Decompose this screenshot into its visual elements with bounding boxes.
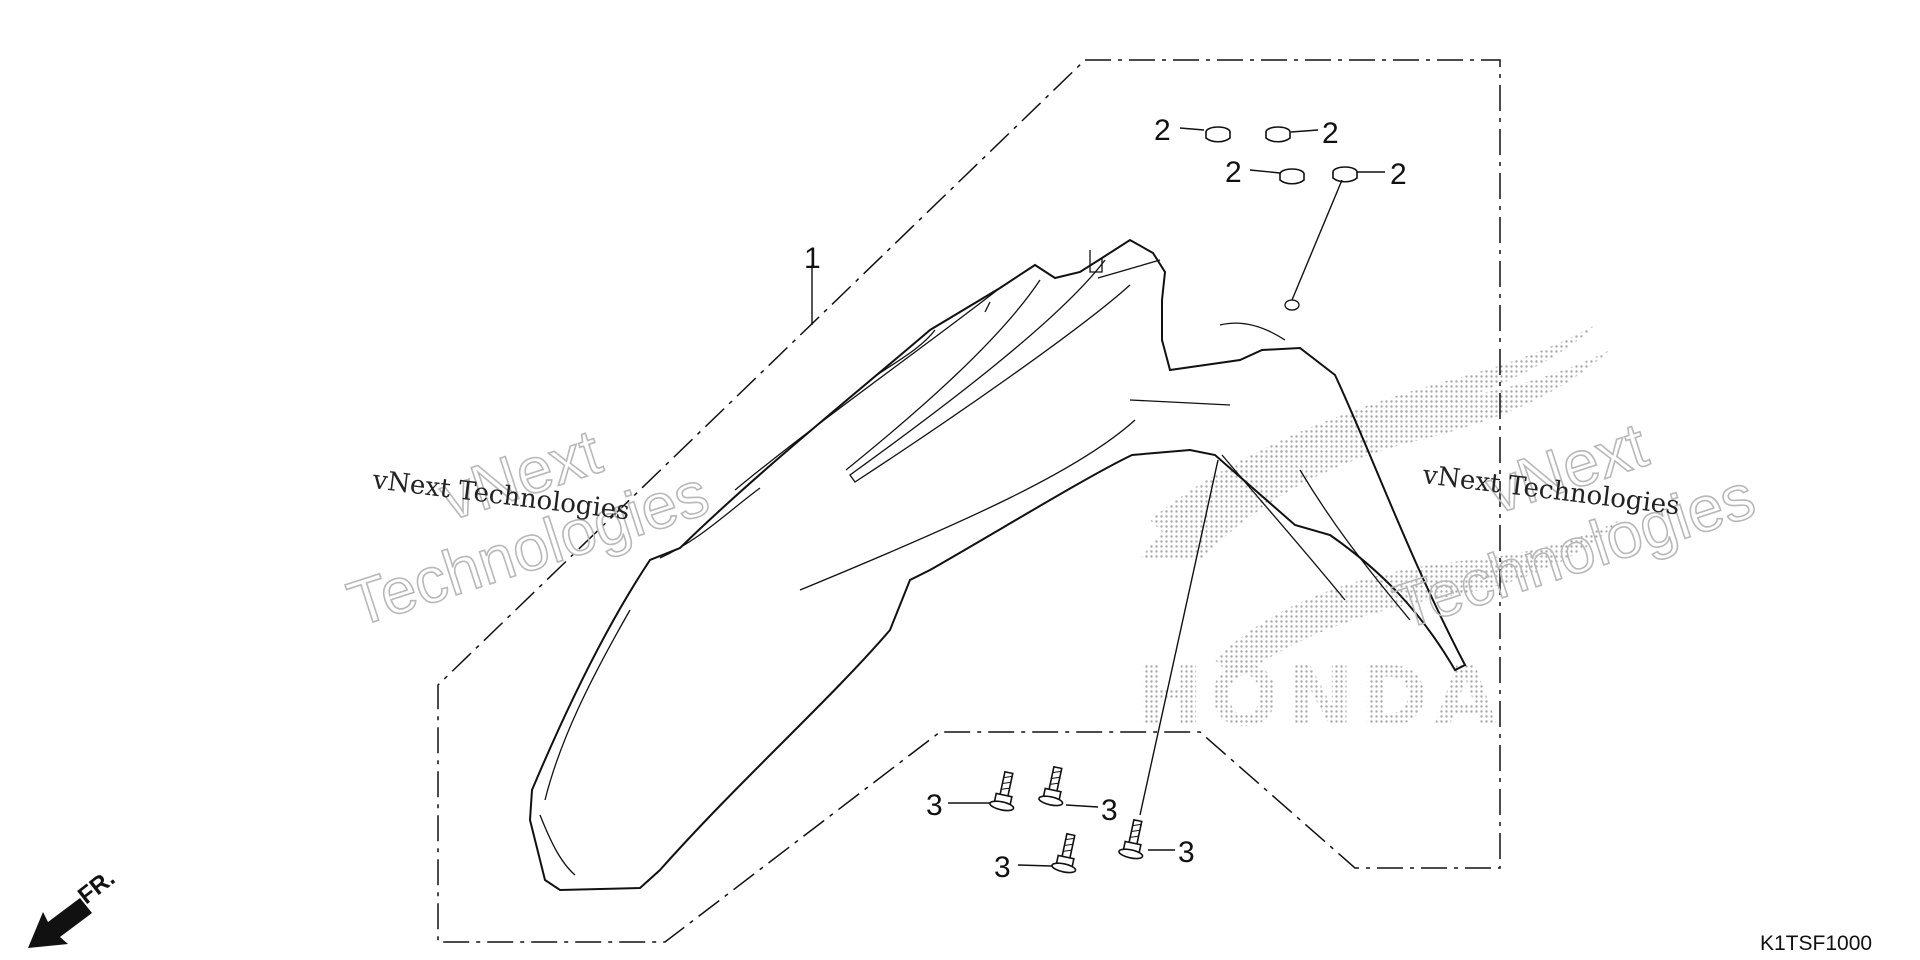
callout-3: 3	[1178, 836, 1195, 869]
honda-wing-logo-watermark: HONDA	[1135, 322, 1620, 745]
clip-nut-icon	[1265, 126, 1291, 143]
callout-2: 2	[1322, 117, 1339, 150]
flange-bolt-icon	[1051, 832, 1077, 874]
clip-nut-parts	[1205, 126, 1358, 185]
callout-2: 2	[1154, 114, 1171, 147]
front-direction-arrow-icon	[28, 898, 92, 948]
flange-bolt-icon	[1038, 765, 1064, 807]
fender-bolt-hole	[1284, 299, 1300, 311]
honda-logo-word: HONDA	[1135, 650, 1504, 745]
callout-3: 3	[1101, 794, 1118, 827]
clip-nut-icon	[1205, 126, 1231, 143]
flange-bolt-icon	[989, 770, 1015, 812]
flange-bolt-parts	[989, 765, 1144, 874]
callout-3: 3	[926, 789, 943, 822]
leader-lines	[811, 127, 1385, 867]
callout-1: 1	[804, 242, 821, 275]
callout-2: 2	[1225, 156, 1242, 189]
clip-nut-icon	[1332, 166, 1358, 183]
flange-bolt-icon	[1118, 818, 1144, 860]
front-fender	[528, 238, 1467, 892]
callout-3: 3	[994, 851, 1011, 884]
clip-nut-icon	[1279, 168, 1305, 185]
figure-code: K1TSF1000	[1760, 932, 1872, 955]
callout-2: 2	[1390, 158, 1407, 191]
